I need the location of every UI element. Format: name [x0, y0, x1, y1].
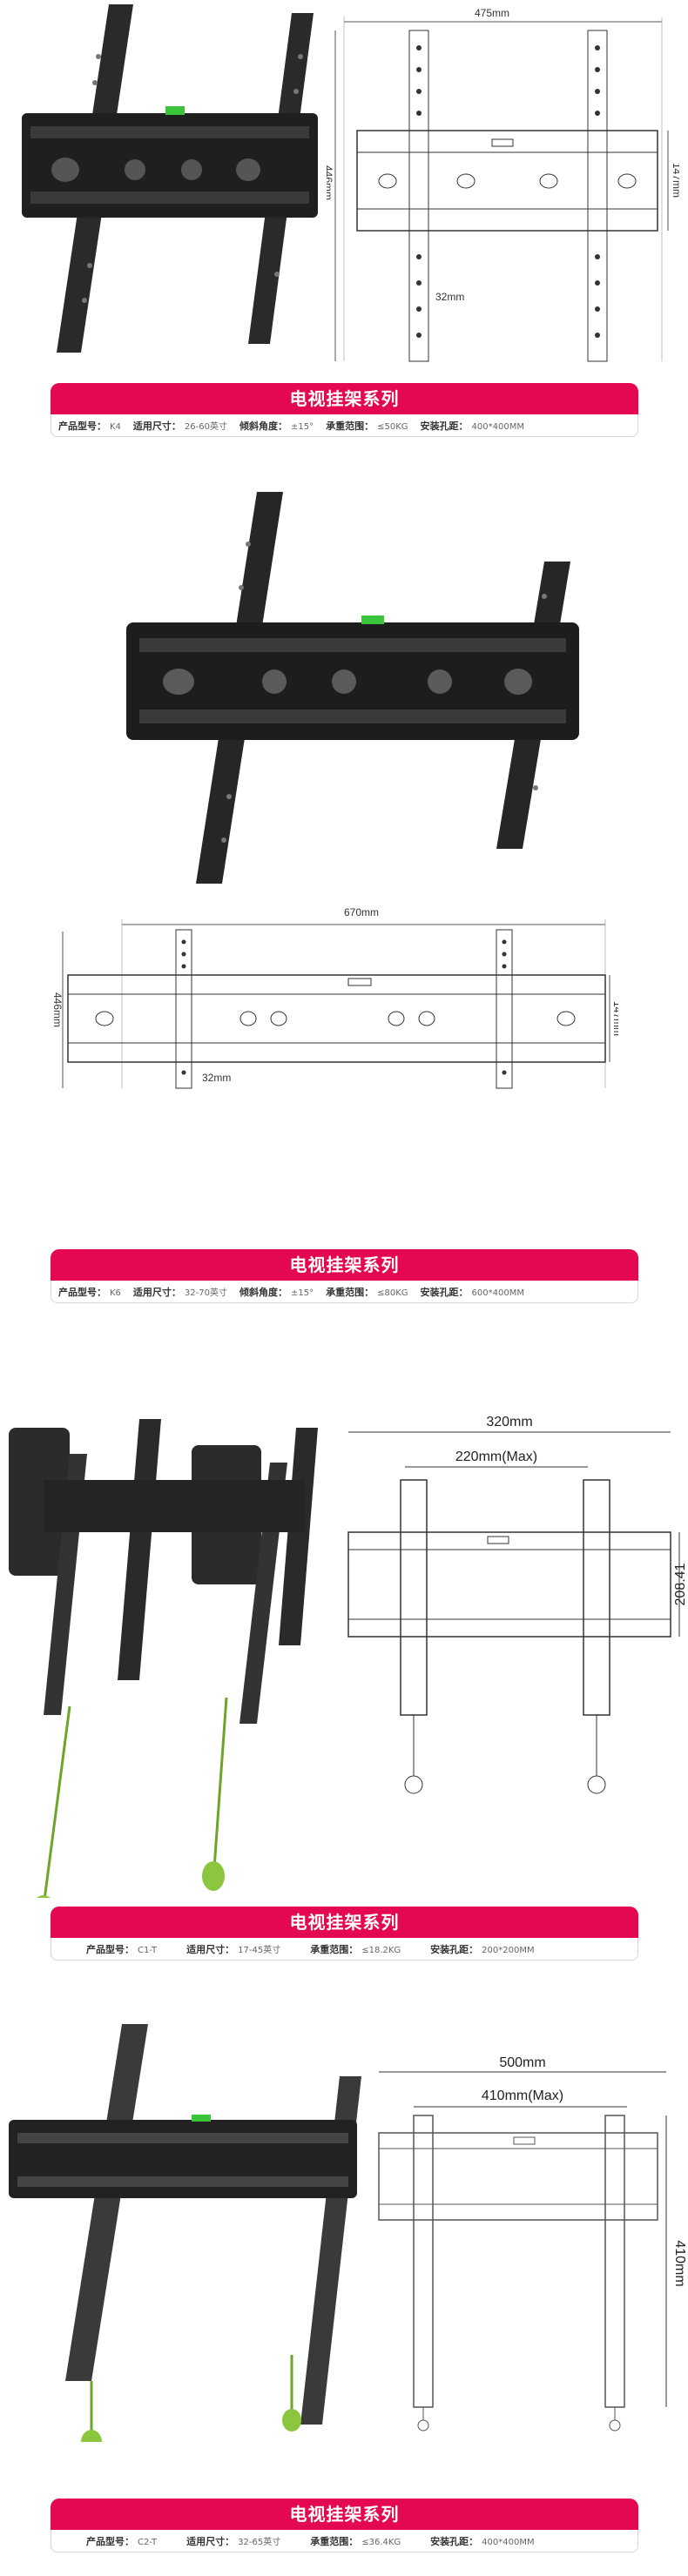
c2t-width-label: 500mm: [499, 2055, 545, 2070]
k6-slot-label: 32mm: [202, 1072, 231, 1084]
k4-diagram: 475mm 446mm 147mm 32mm: [327, 7, 679, 362]
series-title-bar: 电视挂架系列: [51, 383, 638, 414]
k4-slot-label: 32mm: [435, 291, 464, 303]
k6-photo: [126, 492, 579, 884]
c1t-spec-row: 产品型号：C1-T 适用尺寸：17-45英寸 承重范围：≤18.2KG 安装孔距…: [51, 1938, 638, 1961]
k4-photo: [22, 4, 318, 353]
k4-width-label: 475mm: [475, 7, 509, 19]
series-title-bar: 电视挂架系列: [51, 2499, 638, 2530]
c2t-spec-row: 产品型号：C2-T 适用尺寸：32-65英寸 承重范围：≤36.4KG 安装孔距…: [51, 2530, 638, 2552]
k4-spec-row: 产品型号：K4 适用尺寸：26-60英寸 倾斜角度：±15° 承重范围：≤50K…: [51, 414, 638, 437]
k4-height-label: 446mm: [327, 165, 334, 200]
k6-rail-label: 147mm: [611, 1001, 618, 1036]
product-c2t: 500mm 410mm(Max) 410mm 电视挂架系列 产品型号：C2-T …: [0, 1985, 688, 2576]
c1t-height-label: 208.41: [673, 1563, 688, 1605]
c1t-photo: [9, 1419, 318, 1898]
product-c1t: 320mm 220mm(Max) 208.41 电视挂架系列 产品型号：C1-T…: [0, 1375, 688, 1985]
series-title-bar: 电视挂架系列: [51, 1249, 638, 1281]
product-k4: 475mm 446mm 147mm 32mm 电视挂架系列 产品型号：K4 适用…: [0, 0, 688, 461]
c2t-max-label: 410mm(Max): [482, 2088, 563, 2103]
c2t-photo: [9, 2024, 361, 2442]
c1t-max-label: 220mm(Max): [455, 1449, 537, 1464]
c2t-diagram: 500mm 410mm(Max) 410mm: [378, 2055, 687, 2431]
c1t-diagram: 320mm 220mm(Max) 208.41: [347, 1415, 688, 1794]
product-k6: 670mm 446mm 147mm 32mm 电视挂架系列 产品型号：K6 适用…: [0, 461, 688, 1375]
k4-rail-label: 147mm: [671, 163, 679, 198]
c1t-width-label: 320mm: [486, 1415, 532, 1429]
k6-width-label: 670mm: [344, 906, 379, 918]
k6-spec-row: 产品型号：K6 适用尺寸：32-70英寸 倾斜角度：±15° 承重范围：≤80K…: [51, 1281, 638, 1303]
k6-diagram: 670mm 446mm 147mm 32mm: [52, 906, 618, 1089]
series-title-bar: 电视挂架系列: [51, 1907, 638, 1938]
k6-height-label: 446mm: [52, 992, 64, 1027]
c2t-height-label: 410mm: [672, 2240, 687, 2286]
